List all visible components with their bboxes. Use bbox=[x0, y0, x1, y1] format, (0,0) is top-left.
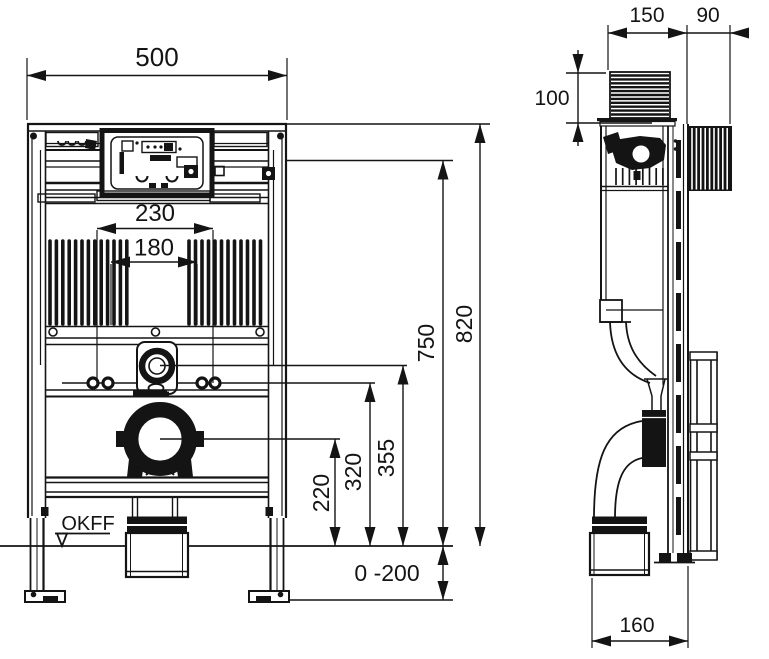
dim-220-label: 220 bbox=[308, 474, 334, 512]
dim-cistern-top-750: 750 bbox=[287, 159, 453, 546]
bolt-hole-left bbox=[30, 132, 37, 140]
flush-bend bbox=[136, 341, 407, 398]
clip-block bbox=[85, 139, 97, 150]
dim-750-label: 750 bbox=[413, 324, 439, 362]
dim-320-label: 320 bbox=[340, 453, 366, 491]
upper-cross-band bbox=[37, 190, 269, 205]
dim-rod-height-320: 320 bbox=[340, 383, 376, 546]
dim-180-label: 180 bbox=[134, 235, 174, 262]
dim-160-label: 160 bbox=[619, 614, 654, 637]
dim-820-label: 820 bbox=[451, 305, 477, 343]
dim-frame-height-820: 820 bbox=[287, 123, 490, 546]
dim-waste-height-220: 220 bbox=[308, 439, 341, 546]
level-triangle-icon bbox=[55, 532, 69, 549]
cistern-section bbox=[599, 126, 668, 385]
dim-fixing-inner-180: 180 bbox=[110, 235, 198, 325]
lower-cross-rails bbox=[45, 389, 269, 398]
rail-foot bbox=[654, 553, 695, 564]
dim-flush-height-355: 355 bbox=[373, 365, 409, 546]
bolt-hole-right bbox=[277, 132, 284, 140]
dim-150-label: 150 bbox=[629, 4, 664, 27]
front-frame bbox=[26, 122, 288, 518]
flush-pipe-section bbox=[609, 321, 668, 467]
control-unit bbox=[141, 140, 177, 154]
support-legs bbox=[24, 507, 290, 603]
mid-cross-rails bbox=[45, 325, 269, 346]
dim-leg-range-0-200: 0 -200 bbox=[290, 546, 453, 601]
wc-bracket bbox=[689, 351, 718, 561]
drain-socket-front bbox=[124, 497, 190, 579]
fixing-rods bbox=[62, 376, 375, 390]
waste-outlet bbox=[116, 402, 340, 477]
dim-100-label: 100 bbox=[534, 87, 569, 110]
dim-frame-depth-150-90: 150 90 bbox=[607, 4, 749, 124]
waste-elbow bbox=[593, 420, 643, 519]
dim-230-label: 230 bbox=[135, 200, 175, 227]
floor-level-label: OKFF bbox=[61, 513, 114, 535]
bottom-cross-rails bbox=[45, 476, 269, 499]
dim-outlet-offset-160: 160 bbox=[591, 566, 689, 648]
side-view bbox=[588, 71, 732, 577]
dim-355-label: 355 bbox=[373, 439, 399, 477]
frame-rail-section bbox=[667, 124, 689, 553]
dim-0-200-label: 0 -200 bbox=[354, 560, 419, 586]
side-dimensions: 150 90 100 160 bbox=[534, 4, 749, 648]
dim-frame-width-500: 500 bbox=[26, 42, 288, 120]
protection-cover bbox=[597, 71, 677, 127]
insulation-ribs bbox=[48, 239, 263, 326]
dim-90-label: 90 bbox=[696, 4, 719, 27]
okff-marker: OKFF bbox=[55, 513, 115, 549]
drain-socket-side bbox=[588, 516, 651, 577]
wc-connection-bend bbox=[642, 410, 666, 467]
mounting-rail-section bbox=[687, 126, 732, 191]
dim-500-label: 500 bbox=[135, 42, 178, 72]
dim-cover-height-100: 100 bbox=[534, 50, 652, 146]
inspection-box bbox=[99, 128, 215, 198]
dim-fixing-outer-230: 230 bbox=[96, 200, 214, 383]
front-dimensions: 500 230 180 220 320 bbox=[26, 42, 490, 601]
front-view: OKFF bbox=[0, 122, 453, 603]
